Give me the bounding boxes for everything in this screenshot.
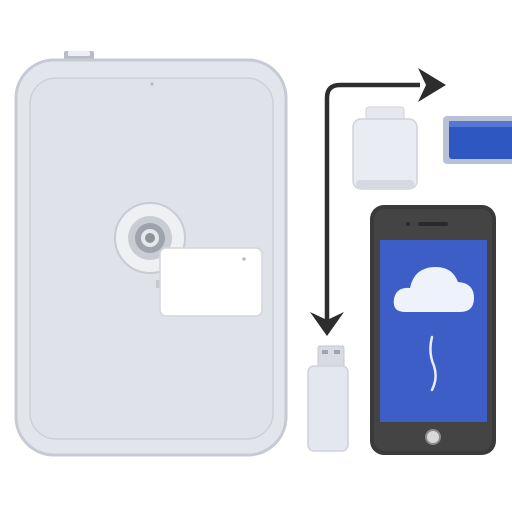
usb-adapter-icon: [352, 106, 418, 190]
smartphone-icon: [370, 205, 496, 455]
blue-bar-icon: [443, 116, 512, 164]
cloud-icon: [393, 266, 474, 392]
usb-stick-icon: [307, 345, 349, 452]
card-slot-icon: [156, 247, 263, 317]
arrow-icon: [310, 68, 446, 336]
